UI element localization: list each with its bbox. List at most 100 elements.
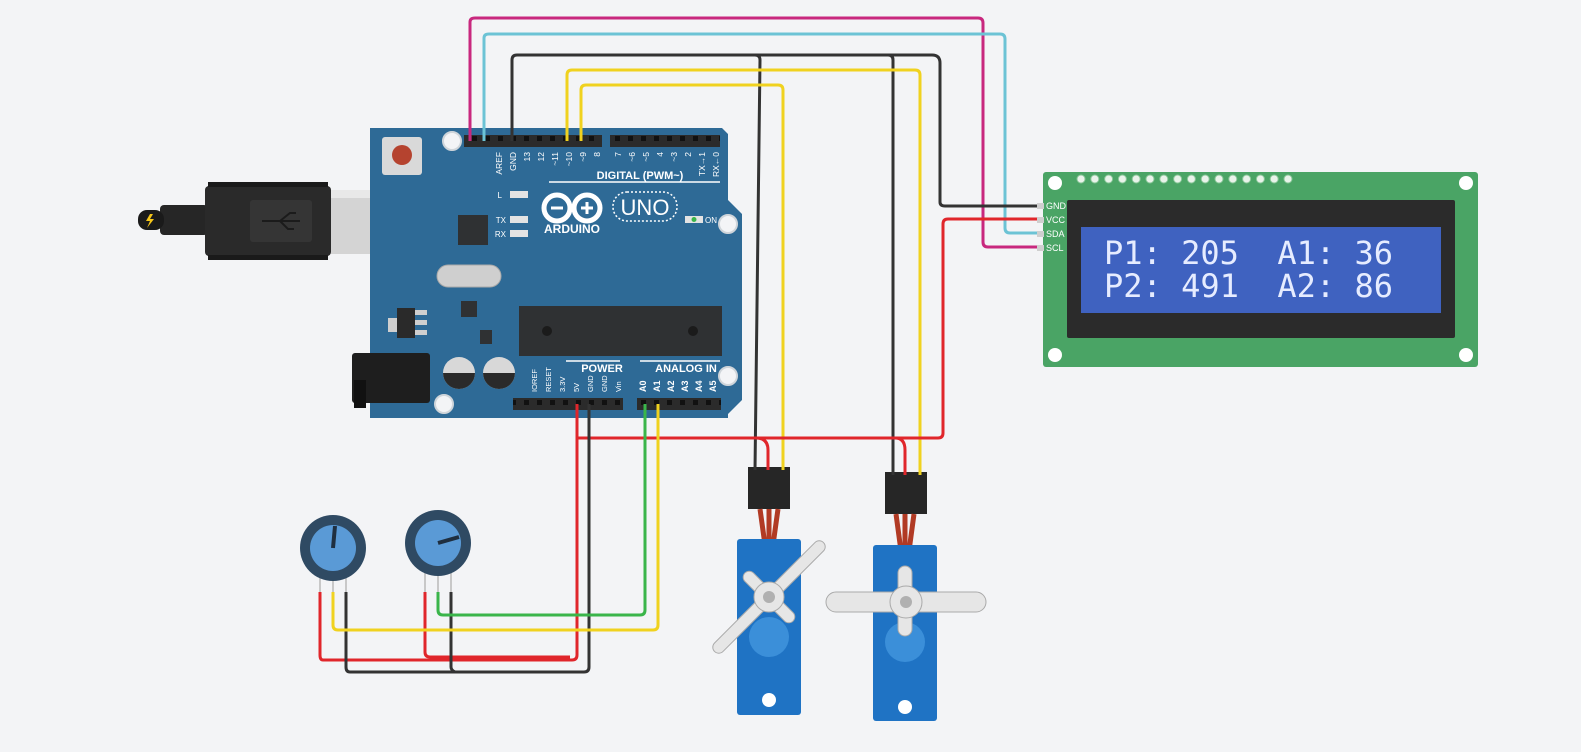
pin-label: A3 xyxy=(680,380,690,392)
pin-label: 3.3V xyxy=(558,377,567,392)
lcd-pad xyxy=(1228,174,1238,184)
wire-gnd-pot-2 xyxy=(449,592,456,674)
power-header-label: POWER xyxy=(581,363,623,375)
lcd-pad xyxy=(1131,174,1141,184)
pin-label: RX←0 xyxy=(711,152,721,177)
wire-5v-servo-2 xyxy=(894,436,907,475)
servo-2-horn xyxy=(825,565,987,637)
wire-sda xyxy=(482,32,1037,235)
pin-label: TX→1 xyxy=(697,152,707,176)
pin-label: 4 xyxy=(655,152,665,157)
power-header[interactable] xyxy=(513,398,623,410)
on-label: ON xyxy=(705,216,717,225)
pin-label: 7 xyxy=(613,152,623,157)
lcd-pad xyxy=(1090,174,1100,184)
analog-header[interactable] xyxy=(637,398,721,410)
lcd-top-pads xyxy=(1076,174,1293,184)
wire-vcc-lcd xyxy=(577,217,1037,440)
wire-a0-pot-2 xyxy=(436,404,647,617)
digital-header-label: DIGITAL (PWM~) xyxy=(597,170,684,182)
lcd-pin-label: SDA xyxy=(1046,229,1065,239)
servo-1[interactable] xyxy=(691,467,848,715)
led-l: L xyxy=(498,191,528,200)
led-l-label: L xyxy=(498,191,503,200)
wire-5v xyxy=(318,404,579,662)
atmega-chip xyxy=(519,306,722,356)
pin-label: 13 xyxy=(522,152,532,162)
power-jack xyxy=(352,353,430,408)
pin-label: 2 xyxy=(683,152,693,157)
pin-label: A5 xyxy=(708,380,718,392)
pin-label: IOREF xyxy=(530,369,539,392)
lcd-pad xyxy=(1283,174,1293,184)
pin-label: ~3 xyxy=(669,152,679,162)
led-rx-label: RX xyxy=(495,230,507,239)
usb-chip xyxy=(458,215,488,245)
pin-label: 5V xyxy=(572,383,581,392)
lcd-pin-label: SCL xyxy=(1046,243,1064,253)
pin-label: ~11 xyxy=(550,152,560,166)
wire-a1-pot-1 xyxy=(331,404,660,632)
pot-1-knob-indicator xyxy=(331,525,337,549)
lcd-pad xyxy=(1145,174,1155,184)
pin-label: 12 xyxy=(536,152,546,162)
usb-icon xyxy=(262,212,300,230)
reset-button[interactable] xyxy=(382,137,422,175)
lcd-pad xyxy=(1186,174,1196,184)
lcd-pin[interactable] xyxy=(1037,203,1044,209)
digital-header-right[interactable] xyxy=(610,135,720,147)
wire-gnd-pots xyxy=(344,404,591,674)
lcd-pin[interactable] xyxy=(1037,245,1044,251)
pin-label: AREF xyxy=(494,152,504,175)
servo-1-horn xyxy=(712,540,826,654)
lcd-pad xyxy=(1173,174,1183,184)
lcd-pin-label: VCC xyxy=(1046,215,1066,225)
arduino-uno-board[interactable]: L TX RX ON ARDUINO UNO DIGITAL (PWM~) PO… xyxy=(352,128,742,418)
pin-label: ~5 xyxy=(641,152,651,162)
wire-5v-servo-1 xyxy=(755,436,770,470)
wires[interactable] xyxy=(318,16,1037,674)
servo-2[interactable] xyxy=(825,472,987,721)
pot-2-knob-indicator xyxy=(437,535,460,545)
wire-pin-9-servo-1 xyxy=(579,83,785,470)
potentiometer-2[interactable] xyxy=(405,510,471,592)
lightning-icon xyxy=(146,214,154,228)
pin-label: GND xyxy=(586,375,595,392)
pin-label: Vin xyxy=(614,381,623,392)
lcd-module[interactable]: P1: 205 A1: 36 P2: 491 A2: 86 GNDVCCSDAS… xyxy=(1037,172,1478,367)
pin-label: A0 xyxy=(638,380,648,392)
pin-label: ~9 xyxy=(578,152,588,162)
wire-scl xyxy=(468,16,1037,249)
crystal xyxy=(436,264,502,288)
brand-label: ARDUINO xyxy=(544,222,600,236)
potentiometer-1[interactable] xyxy=(300,515,366,592)
pin-label: GND xyxy=(600,375,609,392)
pin-label: A4 xyxy=(694,380,704,392)
lcd-screen xyxy=(1081,227,1441,313)
pin-label: RESET xyxy=(544,367,553,392)
lcd-line-2: P2: 491 A2: 86 xyxy=(1104,267,1393,305)
voltage-regulator xyxy=(388,308,427,338)
pin-label: GND xyxy=(508,152,518,171)
lcd-pad xyxy=(1255,174,1265,184)
lcd-pad xyxy=(1159,174,1169,184)
wire-gnd-servo-1 xyxy=(753,53,762,471)
lcd-pad xyxy=(1104,174,1114,184)
lcd-pin[interactable] xyxy=(1037,231,1044,237)
power-led xyxy=(691,217,697,222)
arduino-logo xyxy=(541,192,603,224)
analog-header-label: ANALOG IN xyxy=(655,363,717,375)
lcd-pad xyxy=(1242,174,1252,184)
wire-5v-pot-2 xyxy=(423,592,570,659)
lcd-pin-label: GND xyxy=(1046,201,1067,211)
pin-label: ~6 xyxy=(627,152,637,162)
lcd-pad xyxy=(1076,174,1086,184)
lcd-pin[interactable] xyxy=(1037,217,1044,223)
pin-label: ~10 xyxy=(564,152,574,167)
wire-gnd-lcd xyxy=(510,53,1037,208)
lcd-pad xyxy=(1200,174,1210,184)
pin-label: 8 xyxy=(592,152,602,157)
wire-gnd-servo-2 xyxy=(887,53,895,475)
capacitors xyxy=(443,357,515,389)
